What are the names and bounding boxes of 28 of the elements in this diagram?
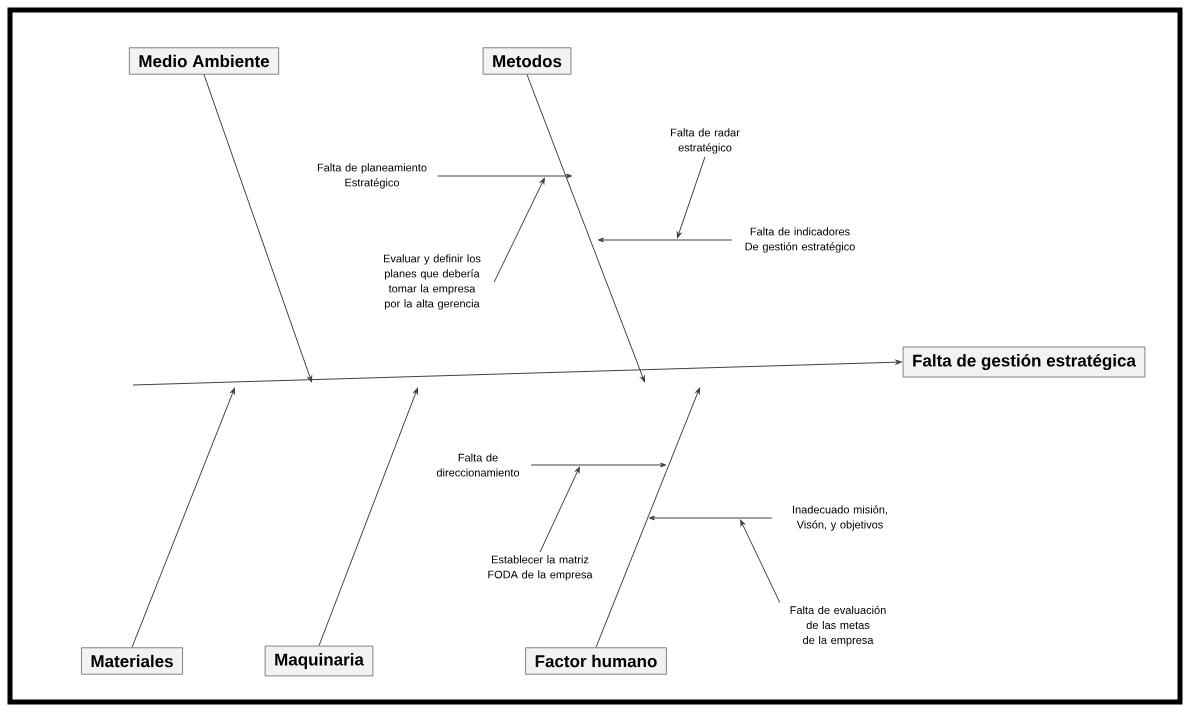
arrow	[539, 466, 580, 553]
arrow	[203, 74, 313, 383]
cause-text: Establecer la matriz FODA de la empresa	[488, 555, 593, 581]
arrow	[131, 387, 235, 648]
arrow	[597, 237, 733, 243]
arrow	[526, 74, 645, 383]
cause-text: Evaluar y definir los planes que debería tomar la empresa por la alta gerencia	[384, 254, 481, 310]
cause-text: Falta de indicadores De gestión estratégico	[745, 227, 855, 253]
category-box: Factor humano	[525, 647, 667, 675]
arrow	[648, 515, 773, 521]
arrow	[437, 173, 573, 179]
category-box: Medio Ambiente	[128, 47, 280, 75]
category-box: Maquinaria	[264, 645, 374, 677]
arrow	[318, 387, 418, 647]
cause-text: Falta de evaluación de las metas de la empresa	[790, 605, 886, 647]
arrow	[676, 156, 706, 239]
arrow	[493, 177, 545, 283]
cause-text: Falta de radar estratégico	[671, 128, 740, 154]
category-box: Materiales	[81, 647, 183, 675]
arrow	[530, 462, 667, 468]
category-box: Metodos	[482, 47, 572, 75]
spine-arrow	[132, 359, 902, 386]
category-box: Falta de gestión estratégica	[902, 346, 1146, 378]
cause-text: Inadecuado misión, Visón, y objetivos	[793, 505, 887, 531]
cause-text: Falta de direccionamiento	[436, 453, 520, 477]
arrow	[595, 387, 700, 648]
arrow	[740, 519, 781, 604]
cause-text: Falta de planeamiento Estratégico	[317, 163, 427, 189]
